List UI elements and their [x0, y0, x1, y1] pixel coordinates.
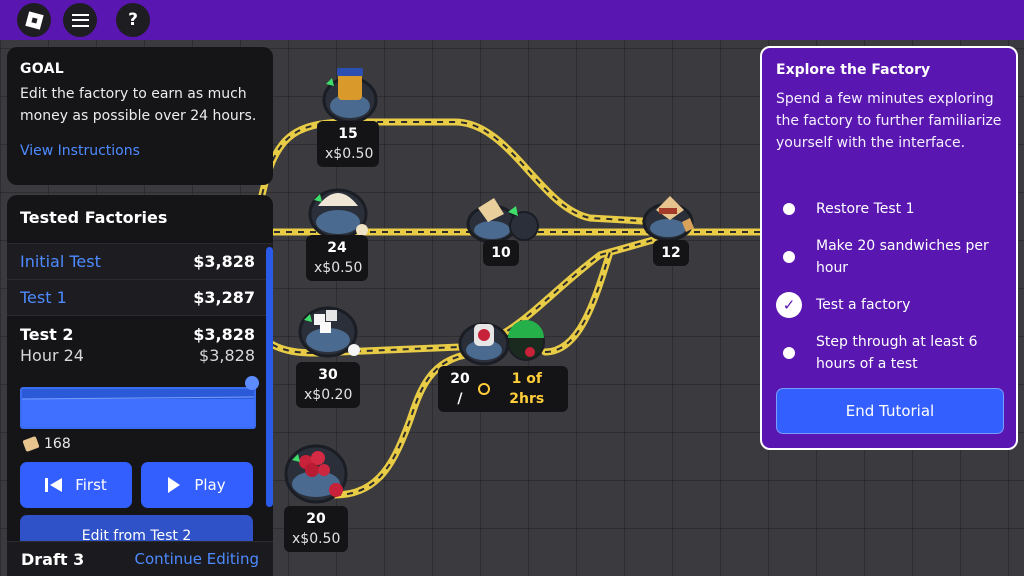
unchecked-dot-icon [776, 196, 802, 222]
tutorial-title: Explore the Factory [776, 62, 931, 78]
sandwich-count-row: 168 [22, 435, 71, 453]
tested-factories-title: Tested Factories [20, 208, 168, 227]
tutorial-step: ✓ Test a factory [776, 292, 1006, 318]
tutorial-panel: Explore the Factory Spend a few minutes … [760, 46, 1018, 450]
tested-row-initial[interactable]: Initial Test $3,828 [7, 243, 273, 279]
panel-scrollbar[interactable] [266, 247, 273, 507]
tested-row-name: Initial Test [20, 252, 101, 271]
toaster-count-label: 10 [483, 240, 519, 266]
tested-row-test2: Test 2 $3,828 Hour 24 $3,828 [7, 315, 273, 457]
sandwich-count-label: 12 [653, 240, 689, 266]
hour-history-chart[interactable] [20, 387, 256, 429]
step-label: Restore Test 1 [816, 201, 915, 217]
hamburger-menu-button[interactable] [63, 3, 97, 37]
timeline-slider-handle[interactable] [245, 376, 259, 390]
jar-count-label: 15 x$0.50 [317, 121, 379, 167]
clock-icon [477, 383, 490, 395]
play-icon [168, 477, 181, 493]
play-label: Play [194, 476, 226, 494]
sandwich-icon [22, 435, 40, 453]
jam-progress-label: 20 / 1 of 2hrs [438, 366, 568, 412]
history-bars [22, 396, 254, 427]
step-label: Test a factory [816, 297, 911, 313]
bread-count: 24 [327, 240, 347, 256]
top-bar: ? [0, 0, 1024, 40]
tutorial-step: Step through at least 6 hours of a test [776, 331, 1006, 375]
step-label: Step through at least 6 hours of a test [816, 334, 978, 372]
draft-row: Draft 3 Continue Editing [7, 541, 273, 576]
tested-row-value: $3,828 [193, 252, 255, 271]
tested-factories-panel: Tested Factories Initial Test $3,828 Tes… [7, 195, 273, 576]
goal-text: Edit the factory to earn as much money a… [20, 86, 257, 124]
tutorial-text: Spend a few minutes exploring the factor… [776, 91, 1002, 151]
tutorial-step: Make 20 sandwiches per hour [776, 235, 1006, 279]
edit-label: Edit from Test 2 [81, 528, 192, 544]
sugar-count-label: 30 x$0.20 [296, 362, 360, 408]
test2-name: Test 2 [20, 325, 74, 344]
berry-count: 20 [306, 511, 326, 527]
help-icon: ? [128, 10, 138, 30]
berry-source-node[interactable] [284, 444, 348, 504]
bread-price: x$0.50 [314, 260, 363, 276]
jam-progress: 1 of 2hrs [509, 371, 545, 407]
unchecked-dot-icon [776, 340, 802, 366]
sandwich-assembler-node[interactable] [642, 196, 694, 242]
checkmark-icon: ✓ [776, 292, 802, 318]
continue-editing-link[interactable]: Continue Editing [134, 550, 259, 568]
berry-price: x$0.50 [292, 531, 341, 547]
toaster-machine-node[interactable] [466, 198, 539, 244]
help-button[interactable]: ? [116, 3, 150, 37]
bread-count-label: 24 x$0.50 [306, 235, 368, 281]
sandwich-count: 12 [661, 245, 681, 261]
first-label: First [75, 476, 107, 494]
goal-title: GOAL [20, 61, 64, 77]
roblox-logo-icon [24, 10, 44, 30]
jar-count: 15 [338, 126, 358, 142]
toaster-count: 10 [491, 245, 511, 261]
jar-price: x$0.50 [325, 146, 374, 162]
test2-hour: Hour 24 [20, 346, 84, 365]
jam-machine-node[interactable] [458, 320, 545, 366]
unchecked-dot-icon [776, 244, 802, 270]
test2-value: $3,828 [193, 325, 255, 344]
jar-source-node[interactable] [322, 68, 378, 124]
berry-count-label: 20 x$0.50 [284, 506, 348, 552]
tested-row-value: $3,287 [193, 288, 255, 307]
roblox-menu-button[interactable] [17, 3, 51, 37]
end-tutorial-label: End Tutorial [845, 402, 935, 420]
hamburger-icon [71, 13, 89, 27]
goal-panel: GOAL Edit the factory to earn as much mo… [7, 47, 273, 185]
sugar-source-node[interactable] [298, 306, 360, 358]
end-tutorial-button[interactable]: End Tutorial [776, 388, 1004, 434]
sugar-price: x$0.20 [304, 387, 353, 403]
tutorial-step: Restore Test 1 [776, 198, 1006, 222]
draft-name: Draft 3 [21, 549, 85, 569]
tested-row-test1[interactable]: Test 1 $3,287 [7, 279, 273, 315]
sugar-count: 30 [318, 367, 338, 383]
jam-count: 20 / [450, 371, 470, 407]
play-button[interactable]: Play [141, 462, 253, 508]
bread-source-node[interactable] [308, 188, 368, 240]
first-button[interactable]: First [20, 462, 132, 508]
sandwich-total: 168 [44, 436, 71, 452]
test2-hour-value: $3,828 [199, 346, 255, 365]
skip-first-icon [45, 478, 63, 492]
view-instructions-link[interactable]: View Instructions [20, 143, 140, 159]
tested-row-name: Test 1 [20, 288, 67, 307]
step-label: Make 20 sandwiches per hour [816, 238, 989, 276]
